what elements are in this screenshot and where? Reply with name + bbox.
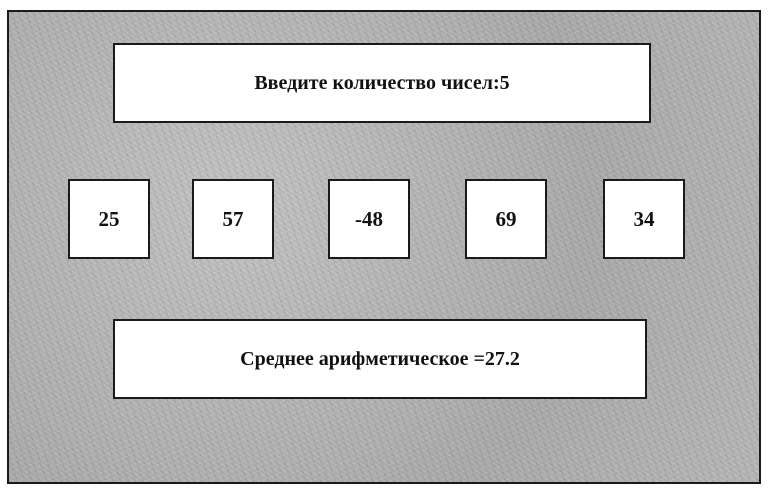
count-prompt-text: Введите количество чисел:5 — [254, 71, 510, 94]
average-result-box: Среднее арифметическое =27.2 — [113, 319, 647, 399]
number-box-3: -48 — [328, 179, 410, 259]
count-prompt-box: Введите количество чисел:5 — [113, 43, 651, 123]
number-value: 34 — [633, 206, 655, 231]
number-value: 25 — [98, 206, 120, 231]
number-value: -48 — [355, 206, 383, 231]
number-box-1: 25 — [68, 179, 150, 259]
average-result-text: Среднее арифметическое =27.2 — [240, 347, 520, 370]
number-box-5: 34 — [603, 179, 685, 259]
number-value: 69 — [495, 206, 517, 231]
number-box-4: 69 — [465, 179, 547, 259]
program-window: Введите количество чисел:5 25 57 -48 69 … — [7, 10, 761, 484]
number-box-2: 57 — [192, 179, 274, 259]
number-value: 57 — [222, 206, 244, 231]
